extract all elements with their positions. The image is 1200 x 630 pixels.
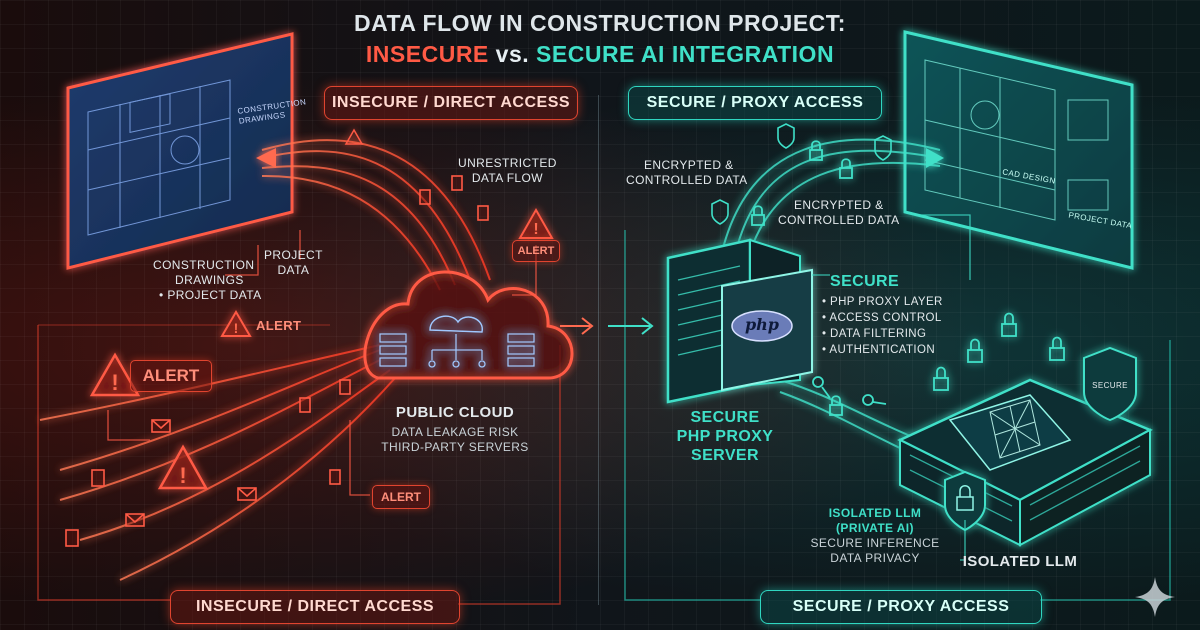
- label-line: SECURE: [690, 409, 760, 426]
- label-line: • PROJECT DATA: [159, 288, 262, 302]
- alert-label: ALERT: [256, 318, 302, 333]
- key-icons: [812, 376, 887, 406]
- project-data-label: PROJECT DATA: [264, 248, 323, 278]
- title-secure-ai: SECURE AI INTEGRATION: [536, 41, 835, 67]
- svg-text:!: !: [234, 320, 239, 336]
- label-line: CONTROLLED DATA: [778, 213, 900, 227]
- label-line: DATA FLOW: [471, 171, 543, 185]
- secure-header-pill: SECURE / PROXY ACCESS: [628, 86, 882, 120]
- label-line: DATA: [277, 263, 310, 277]
- label-line: ISOLATED LLM: [828, 506, 922, 520]
- lock-icons: [751, 140, 1065, 416]
- label-line: DATA LEAKAGE RISK: [391, 425, 519, 439]
- php-proxy-server-title: SECURE PHP PROXY SERVER: [660, 408, 790, 465]
- isolated-llm-private-label: ISOLATED LLM (PRIVATE AI): [812, 506, 938, 536]
- label-line: PROJECT: [264, 248, 323, 262]
- php-proxy-server-icon: [666, 238, 813, 404]
- center-arrow-right: [608, 317, 654, 335]
- title-line-2: INSECURE vs. SECURE AI INTEGRATION: [0, 41, 1200, 68]
- label-line: CONTROLLED DATA: [626, 173, 748, 187]
- feature-item: • DATA FILTERING: [822, 328, 927, 340]
- construction-drawings-label: CONSTRUCTION DRAWINGS • PROJECT DATA: [153, 258, 261, 303]
- label-line: (PRIVATE AI): [836, 521, 914, 535]
- center-arrow-left: [560, 317, 594, 335]
- label-line: CONSTRUCTION: [153, 258, 255, 272]
- insecure-footer-pill: INSECURE / DIRECT ACCESS: [170, 590, 460, 624]
- public-cloud-title: PUBLIC CLOUD: [395, 404, 515, 421]
- secure-shield-icon: [1083, 346, 1137, 422]
- secure-footer-pill: SECURE / PROXY ACCESS: [760, 590, 1042, 624]
- isolated-llm-title: ISOLATED LLM: [962, 553, 1078, 570]
- svg-text:!: !: [179, 463, 186, 488]
- svg-text:!: !: [111, 370, 118, 395]
- label-line: ENCRYPTED &: [794, 198, 884, 212]
- small-shield-icons: [711, 123, 892, 225]
- unrestricted-data-flow-label: UNRESTRICTED DATA FLOW: [458, 156, 557, 186]
- encrypted-data-label-1: ENCRYPTED & CONTROLLED DATA: [626, 158, 748, 188]
- title-insecure: INSECURE: [365, 41, 489, 67]
- warning-triangle-icons: ! ! ! !: [89, 128, 554, 490]
- blueprint-monitor-left: [66, 32, 294, 270]
- secure-connectors: [812, 214, 971, 561]
- label-line: SERVER: [691, 447, 759, 464]
- title-vs: vs.: [495, 41, 530, 67]
- svg-text:!: !: [533, 221, 538, 238]
- title-line-1: DATA FLOW IN CONSTRUCTION PROJECT:: [354, 10, 846, 36]
- sparkle-icon: [1135, 577, 1175, 617]
- public-cloud-description: DATA LEAKAGE RISK THIRD-PARTY SERVERS: [362, 425, 548, 455]
- envelope-icons: [125, 419, 257, 527]
- label-line: UNRESTRICTED: [458, 156, 557, 170]
- feature-item: • PHP PROXY LAYER: [822, 296, 943, 308]
- label-line: DATA PRIVACY: [830, 551, 920, 565]
- alert-badge-small: ALERT: [512, 240, 560, 262]
- label-line: THIRD-PARTY SERVERS: [381, 440, 529, 454]
- secure-shield-label: SECURE: [1092, 381, 1128, 390]
- secure-features-list: • PHP PROXY LAYER • ACCESS CONTROL • DAT…: [822, 294, 943, 358]
- php-logo: php: [744, 315, 779, 334]
- secure-features-title: SECURE: [830, 273, 900, 290]
- encrypted-data-label-2: ENCRYPTED & CONTROLLED DATA: [778, 198, 900, 228]
- document-icons: [65, 175, 489, 547]
- insecure-data-flow: [39, 139, 491, 581]
- label-line: DRAWINGS: [175, 273, 244, 287]
- label-line: SECURE INFERENCE: [810, 536, 940, 550]
- alert-badge-large: ALERT: [130, 360, 212, 392]
- alert-badge-bottom: ALERT: [372, 485, 430, 509]
- page-title: DATA FLOW IN CONSTRUCTION PROJECT: INSEC…: [0, 10, 1200, 68]
- public-cloud-icon: [363, 270, 574, 380]
- label-line: ENCRYPTED &: [644, 158, 734, 172]
- center-divider: [598, 95, 599, 605]
- insecure-header-pill: INSECURE / DIRECT ACCESS: [324, 86, 578, 120]
- feature-item: • AUTHENTICATION: [822, 344, 936, 356]
- feature-item: • ACCESS CONTROL: [822, 312, 942, 324]
- label-line: PHP PROXY: [676, 428, 774, 445]
- isolated-llm-description: SECURE INFERENCE DATA PRIVACY: [800, 536, 950, 566]
